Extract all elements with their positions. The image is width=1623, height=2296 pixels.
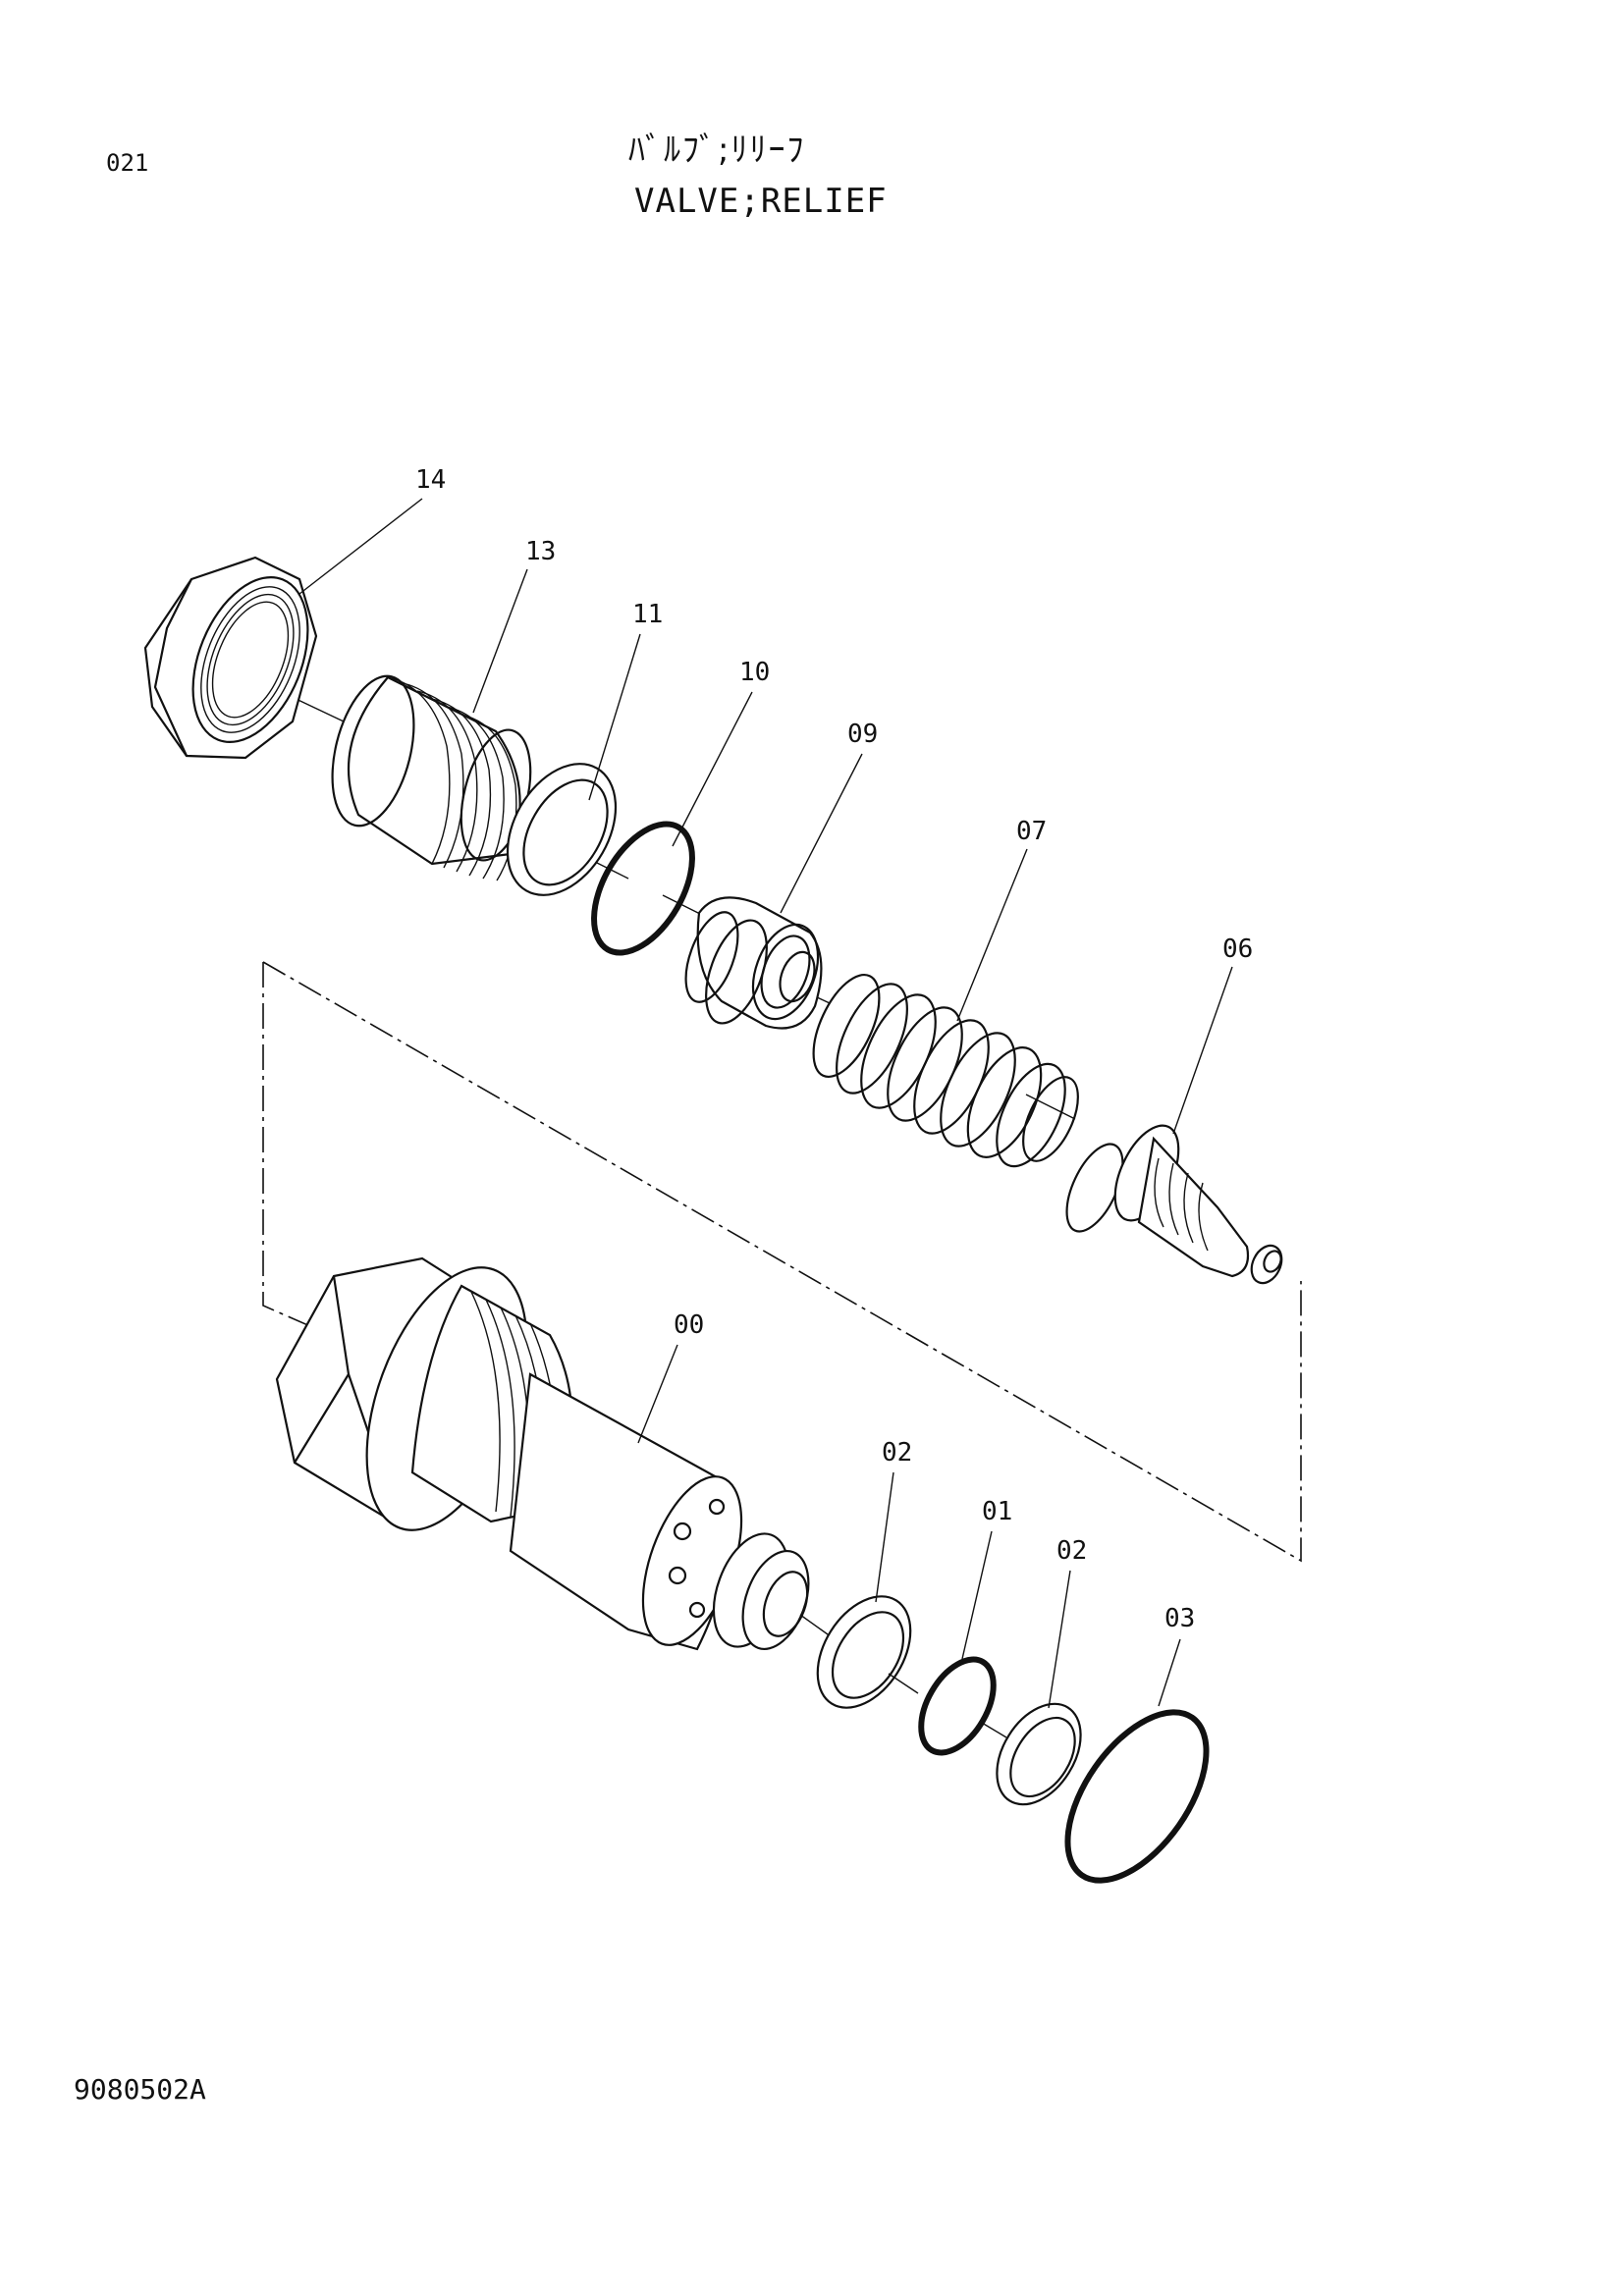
part-01-o-ring[interactable]	[906, 1647, 1008, 1765]
callout-02-second: 02	[1056, 1536, 1087, 1566]
part-09-seat[interactable]	[676, 896, 830, 1031]
callout-10: 10	[739, 658, 770, 687]
callout-02-first: 02	[882, 1438, 912, 1468]
drawing-code: 9080502A	[74, 2073, 206, 2106]
callout-14: 14	[415, 465, 446, 495]
callout-01: 01	[982, 1497, 1012, 1526]
part-10-o-ring[interactable]	[573, 808, 712, 970]
title-english: VALVE;RELIEF	[634, 182, 888, 221]
callout-09: 09	[847, 720, 878, 749]
part-02-backup-ring-first[interactable]	[798, 1579, 930, 1725]
part-07-spring[interactable]	[800, 965, 1090, 1176]
callout-03: 03	[1164, 1604, 1195, 1633]
title-japanese: ﾊﾞﾙﾌﾞ;ﾘﾘｰﾌ	[628, 131, 806, 170]
part-11-backup-ring[interactable]	[485, 745, 637, 915]
callout-13: 13	[525, 537, 556, 566]
callout-06: 06	[1222, 934, 1253, 964]
callout-labels: 14 13 11 10 09 07 06 00 02 01 02 03	[415, 465, 1253, 1633]
leader-lines	[298, 498, 1233, 1709]
callout-00: 00	[674, 1310, 704, 1340]
part-13-threaded-sleeve[interactable]	[318, 667, 542, 881]
part-02-backup-ring-second[interactable]	[980, 1688, 1098, 1819]
part-06-poppet[interactable]	[1055, 1116, 1287, 1288]
assembly-chain-lines	[262, 961, 1302, 1563]
part-14-hex-nut[interactable]	[143, 556, 330, 760]
page-number: 021	[106, 149, 149, 177]
part-00-body[interactable]	[275, 1247, 836, 1659]
callout-11: 11	[632, 600, 663, 629]
part-03-o-ring-large[interactable]	[1040, 1688, 1234, 1904]
callout-07: 07	[1016, 817, 1047, 846]
